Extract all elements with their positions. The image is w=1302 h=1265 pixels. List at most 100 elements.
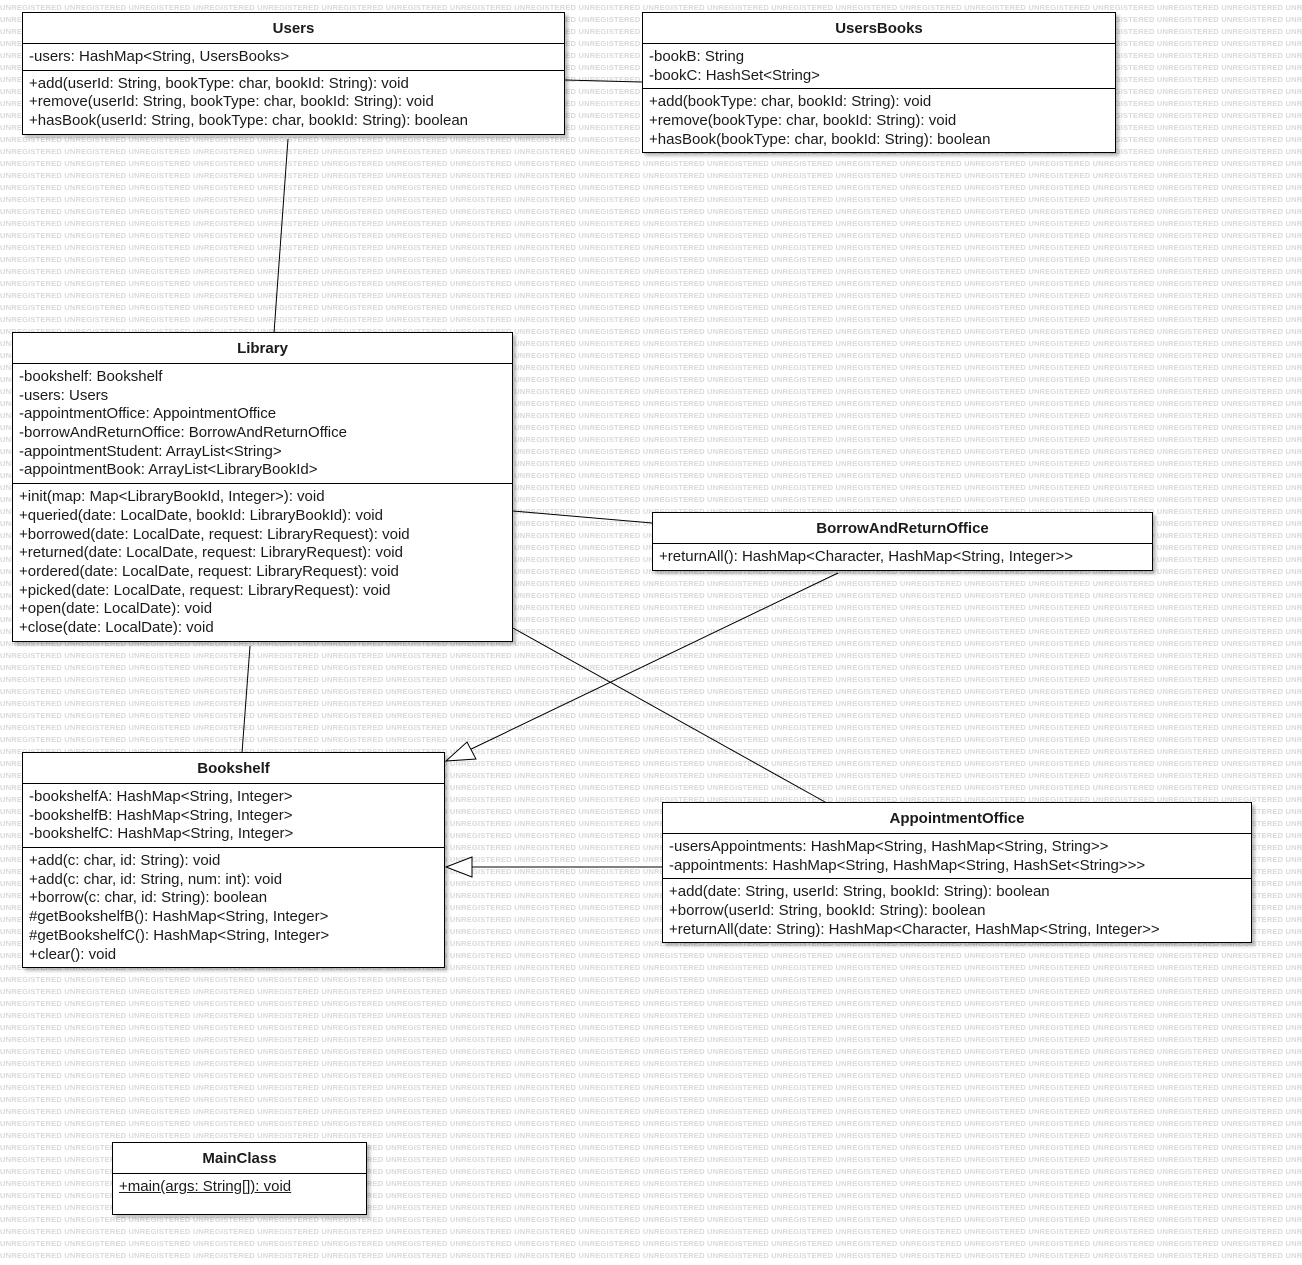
watermark-row: UNREGISTERED UNREGISTERED UNREGISTERED U…	[0, 627, 1302, 636]
class-name: MainClass	[113, 1143, 366, 1174]
operations-section: +init(map: Map<LibraryBookId, Integer>):…	[13, 484, 512, 641]
watermark-row: UNREGISTERED UNREGISTERED UNREGISTERED U…	[0, 351, 1302, 360]
attribute: -appointmentStudent: ArrayList<String>	[19, 442, 282, 460]
attributes-section: -usersAppointments: HashMap<String, Hash…	[663, 834, 1251, 880]
edge-library-borrowandreturnoffice	[512, 510, 653, 524]
watermark-row: UNREGISTERED UNREGISTERED UNREGISTERED U…	[0, 471, 1302, 480]
watermark-row: UNREGISTERED UNREGISTERED UNREGISTERED U…	[0, 879, 1302, 888]
watermark-row: UNREGISTERED UNREGISTERED UNREGISTERED U…	[0, 843, 1302, 852]
watermark-row: UNREGISTERED UNREGISTERED UNREGISTERED U…	[0, 1262, 1302, 1265]
attribute: -bookshelfA: HashMap<String, Integer>	[29, 788, 293, 805]
watermark-row: UNREGISTERED UNREGISTERED UNREGISTERED U…	[0, 459, 1302, 468]
watermark-row: UNREGISTERED UNREGISTERED UNREGISTERED U…	[0, 1095, 1302, 1104]
watermark-row: UNREGISTERED UNREGISTERED UNREGISTERED U…	[0, 315, 1302, 324]
watermark-row: UNREGISTERED UNREGISTERED UNREGISTERED U…	[0, 867, 1302, 876]
attributes-section: -users: HashMap<String, UsersBooks>	[23, 44, 564, 71]
watermark-row: UNREGISTERED UNREGISTERED UNREGISTERED U…	[0, 495, 1302, 504]
watermark-row: UNREGISTERED UNREGISTERED UNREGISTERED U…	[0, 1047, 1302, 1056]
class-appointmentoffice[interactable]: AppointmentOffice -usersAppointments: Ha…	[662, 802, 1252, 944]
operation: +returnAll(): HashMap<Character, HashMap…	[659, 548, 1073, 565]
attribute: -bookshelfB: HashMap<String, Integer>	[29, 806, 293, 824]
operation: +clear(): void	[29, 945, 117, 963]
watermark-row: UNREGISTERED UNREGISTERED UNREGISTERED U…	[0, 411, 1302, 420]
class-usersbooks[interactable]: UsersBooks -bookB: String -bookC: HashSe…	[642, 12, 1116, 154]
operation: +add(bookType: char, bookId: String): vo…	[649, 93, 932, 111]
watermark-row: UNREGISTERED UNREGISTERED UNREGISTERED U…	[0, 603, 1302, 612]
class-name: Library	[13, 333, 512, 364]
watermark-row: UNREGISTERED UNREGISTERED UNREGISTERED U…	[0, 1251, 1302, 1260]
class-name: UsersBooks	[643, 13, 1115, 44]
watermark-row: UNREGISTERED UNREGISTERED UNREGISTERED U…	[0, 783, 1302, 792]
watermark-row: UNREGISTERED UNREGISTERED UNREGISTERED U…	[0, 435, 1302, 444]
watermark-row: UNREGISTERED UNREGISTERED UNREGISTERED U…	[0, 1167, 1302, 1176]
attribute: -appointments: HashMap<String, HashMap<S…	[669, 856, 1146, 874]
operation: +queried(date: LocalDate, bookId: Librar…	[19, 506, 383, 524]
watermark-row: UNREGISTERED UNREGISTERED UNREGISTERED U…	[0, 267, 1302, 276]
attributes-section: -bookshelf: Bookshelf -users: Users -app…	[13, 364, 512, 485]
watermark-row: UNREGISTERED UNREGISTERED UNREGISTERED U…	[0, 447, 1302, 456]
class-borrowandreturnoffice[interactable]: BorrowAndReturnOffice +returnAll(): Hash…	[652, 512, 1153, 571]
operation: +borrow(userId: String, bookId: String):…	[669, 902, 986, 920]
watermark-row: UNREGISTERED UNREGISTERED UNREGISTERED U…	[0, 507, 1302, 516]
watermark-row: UNREGISTERED UNREGISTERED UNREGISTERED U…	[0, 711, 1302, 720]
class-mainclass[interactable]: MainClass +main(args: String[]): void	[112, 1142, 367, 1215]
attribute: -bookshelfC: HashMap<String, Integer>	[29, 825, 294, 843]
watermark-row: UNREGISTERED UNREGISTERED UNREGISTERED U…	[0, 159, 1302, 168]
watermark-row: UNREGISTERED UNREGISTERED UNREGISTERED U…	[0, 543, 1302, 552]
watermark-row: UNREGISTERED UNREGISTERED UNREGISTERED U…	[0, 939, 1302, 948]
attribute: -bookB: String	[649, 48, 745, 65]
watermark-row: UNREGISTERED UNREGISTERED UNREGISTERED U…	[0, 687, 1302, 696]
watermark-row: UNREGISTERED UNREGISTERED UNREGISTERED U…	[0, 651, 1302, 660]
operations-section: +main(args: String[]): void	[113, 1174, 366, 1200]
watermark-row: UNREGISTERED UNREGISTERED UNREGISTERED U…	[0, 699, 1302, 708]
watermark-row: UNREGISTERED UNREGISTERED UNREGISTERED U…	[0, 615, 1302, 624]
watermark-row: UNREGISTERED UNREGISTERED UNREGISTERED U…	[0, 591, 1302, 600]
watermark-row: UNREGISTERED UNREGISTERED UNREGISTERED U…	[0, 399, 1302, 408]
attribute: -usersAppointments: HashMap<String, Hash…	[669, 838, 1109, 855]
watermark-row: UNREGISTERED UNREGISTERED UNREGISTERED U…	[0, 195, 1302, 204]
watermark-row: UNREGISTERED UNREGISTERED UNREGISTERED U…	[0, 255, 1302, 264]
edge-users-usersbooks	[564, 79, 643, 83]
watermark-row: UNREGISTERED UNREGISTERED UNREGISTERED U…	[0, 303, 1302, 312]
watermark-row: UNREGISTERED UNREGISTERED UNREGISTERED U…	[0, 1059, 1302, 1068]
watermark-row: UNREGISTERED UNREGISTERED UNREGISTERED U…	[0, 831, 1302, 840]
operation: +add(userId: String, bookType: char, boo…	[29, 74, 409, 92]
watermark-row: UNREGISTERED UNREGISTERED UNREGISTERED U…	[0, 927, 1302, 936]
class-bookshelf[interactable]: Bookshelf -bookshelfA: HashMap<String, I…	[22, 752, 445, 969]
attribute: -users: HashMap<String, UsersBooks>	[29, 48, 290, 65]
generalization-arrowhead-2	[444, 856, 473, 878]
watermark-row: UNREGISTERED UNREGISTERED UNREGISTERED U…	[0, 1035, 1302, 1044]
watermark-row: UNREGISTERED UNREGISTERED UNREGISTERED U…	[0, 1107, 1302, 1116]
watermark-row: UNREGISTERED UNREGISTERED UNREGISTERED U…	[0, 1083, 1302, 1092]
watermark-row: UNREGISTERED UNREGISTERED UNREGISTERED U…	[0, 483, 1302, 492]
watermark-row: UNREGISTERED UNREGISTERED UNREGISTERED U…	[0, 723, 1302, 732]
operations-section: +returnAll(): HashMap<Character, HashMap…	[653, 544, 1152, 570]
attributes-section: -bookB: String -bookC: HashSet<String>	[643, 44, 1115, 90]
watermark-row: UNREGISTERED UNREGISTERED UNREGISTERED U…	[0, 219, 1302, 228]
operation: +open(date: LocalDate): void	[19, 600, 213, 618]
watermark-row: UNREGISTERED UNREGISTERED UNREGISTERED U…	[0, 795, 1302, 804]
operations-section: +add(date: String, userId: String, bookI…	[663, 879, 1251, 942]
watermark-row: UNREGISTERED UNREGISTERED UNREGISTERED U…	[0, 555, 1302, 564]
watermark-row: UNREGISTERED UNREGISTERED UNREGISTERED U…	[0, 579, 1302, 588]
edge-users-library	[273, 138, 289, 334]
watermark-row: UNREGISTERED UNREGISTERED UNREGISTERED U…	[0, 519, 1302, 528]
operation: +add(c: char, id: String): void	[29, 852, 221, 870]
class-library[interactable]: Library -bookshelf: Bookshelf -users: Us…	[12, 332, 513, 642]
watermark-row: UNREGISTERED UNREGISTERED UNREGISTERED U…	[0, 279, 1302, 288]
watermark-row: UNREGISTERED UNREGISTERED UNREGISTERED U…	[0, 951, 1302, 960]
watermark-row: UNREGISTERED UNREGISTERED UNREGISTERED U…	[0, 207, 1302, 216]
watermark-row: UNREGISTERED UNREGISTERED UNREGISTERED U…	[0, 531, 1302, 540]
watermark-row: UNREGISTERED UNREGISTERED UNREGISTERED U…	[0, 903, 1302, 912]
watermark-row: UNREGISTERED UNREGISTERED UNREGISTERED U…	[0, 243, 1302, 252]
operation: +remove(bookType: char, bookId: String):…	[649, 112, 957, 130]
watermark-row: UNREGISTERED UNREGISTERED UNREGISTERED U…	[0, 759, 1302, 768]
watermark-row: UNREGISTERED UNREGISTERED UNREGISTERED U…	[0, 1155, 1302, 1164]
watermark-row: UNREGISTERED UNREGISTERED UNREGISTERED U…	[0, 567, 1302, 576]
operation: +returnAll(date: String): HashMap<Charac…	[669, 920, 1160, 938]
watermark-row: UNREGISTERED UNREGISTERED UNREGISTERED U…	[0, 1239, 1302, 1248]
class-users[interactable]: Users -users: HashMap<String, UsersBooks…	[22, 12, 565, 135]
watermark-row: UNREGISTERED UNREGISTERED UNREGISTERED U…	[0, 171, 1302, 180]
attribute: -bookC: HashSet<String>	[649, 66, 820, 84]
watermark-row: UNREGISTERED UNREGISTERED UNREGISTERED U…	[0, 1215, 1302, 1224]
